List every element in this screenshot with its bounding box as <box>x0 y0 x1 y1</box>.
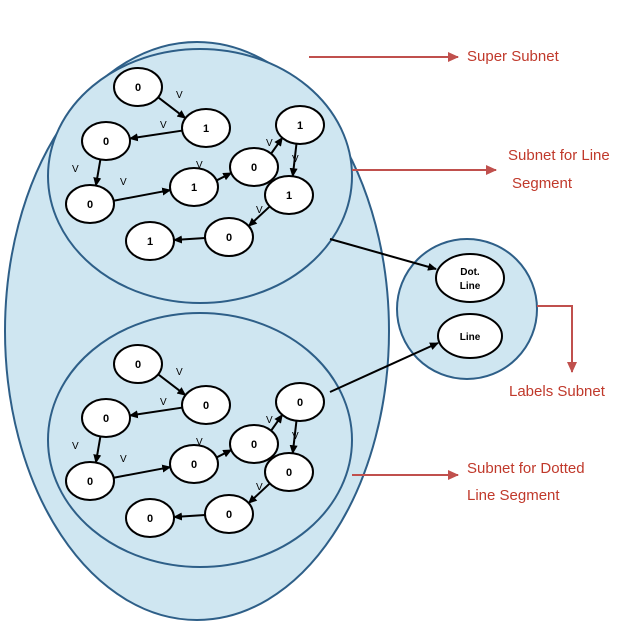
line-subnet-edge <box>111 187 172 203</box>
dotted-subnet-node-value: 0 <box>297 397 303 409</box>
line-subnet-edge <box>93 158 102 187</box>
dotted-subnet-node <box>204 494 254 534</box>
line-subnet-edge-mark: V <box>196 160 203 171</box>
line-subnet-graph: V V V V V V V V 0 1 0 1 0 1 0 1 0 1 <box>65 67 325 261</box>
line-subnet-edge <box>214 172 233 183</box>
dotted-subnet-node-value: 0 <box>87 476 93 488</box>
dotted-subnet-edge <box>247 481 272 504</box>
dotted-subnet-node-value: 0 <box>135 359 141 371</box>
line-subnet-node-value: 1 <box>191 182 197 194</box>
dotted-subnet-to-line-arrow <box>329 342 439 393</box>
dotted-subnet-edge <box>172 512 208 521</box>
dotted-subnet-edge <box>111 464 172 480</box>
dotted-subnet-node <box>169 444 219 484</box>
labels-subnet-callout: Labels Subnet <box>509 383 606 400</box>
dot-line-label-text-2: Line <box>460 281 481 292</box>
line-subnet-edge <box>289 142 298 178</box>
dotted-subnet-node <box>264 452 314 492</box>
dotted-subnet-node <box>113 344 163 384</box>
line-subnet-edge <box>172 235 208 244</box>
dotted-subnet-node-value: 0 <box>286 467 292 479</box>
line-subnet-edge-mark: V <box>292 154 299 165</box>
dot-line-label-text-1: Dot. <box>460 267 480 278</box>
dotted-subnet-edge-mark: V <box>160 397 167 408</box>
dotted-subnet-edge-mark: V <box>120 454 127 465</box>
dotted-subnet-callout-2: Line Segment <box>467 487 560 504</box>
dotted-subnet-callout-1: Subnet for Dotted <box>467 460 585 477</box>
line-subnet-edge-mark: V <box>266 138 273 149</box>
line-subnet-edge <box>156 95 187 119</box>
line-subnet-node <box>229 147 279 187</box>
line-subnet-edge <box>128 129 185 142</box>
line-label-text: Line <box>460 332 481 343</box>
line-subnet-node <box>113 67 163 107</box>
dotted-subnet-edge-mark: V <box>196 437 203 448</box>
line-subnet-edge-mark: V <box>120 177 127 188</box>
line-subnet-edge-mark: V <box>160 120 167 131</box>
line-subnet-callout-2: Segment <box>512 175 573 192</box>
dotted-subnet-node-value: 0 <box>251 439 257 451</box>
line-subnet-node-value: 1 <box>297 120 303 132</box>
dotted-subnet-edge-mark: V <box>176 367 183 378</box>
dotted-subnet-node <box>229 424 279 464</box>
dotted-subnet-node <box>65 461 115 501</box>
dotted-subnet-edge <box>269 413 284 433</box>
dotted-subnet-node-value: 0 <box>226 509 232 521</box>
dotted-subnet-edge-mark: V <box>256 482 263 493</box>
dotted-subnet-edge <box>289 419 298 455</box>
line-subnet-edge <box>269 136 284 156</box>
super-subnet-callout: Super Subnet <box>467 48 560 65</box>
dotted-subnet-node <box>125 498 175 538</box>
dotted-subnet-node-value: 0 <box>191 459 197 471</box>
line-subnet-node-value: 0 <box>135 82 141 94</box>
line-subnet-callout-1: Subnet for Line <box>508 147 610 164</box>
dotted-subnet-node <box>81 398 131 438</box>
dotted-subnet-edge-mark: V <box>266 415 273 426</box>
line-subnet-node <box>81 121 131 161</box>
line-subnet-node-value: 1 <box>147 236 153 248</box>
dotted-subnet-edge-mark: V <box>292 431 299 442</box>
line-subnet-node <box>169 167 219 207</box>
line-subnet-to-dot-line-arrow <box>329 238 437 271</box>
line-subnet-edge-mark: V <box>256 205 263 216</box>
line-subnet-node <box>125 221 175 261</box>
line-subnet-node-value: 0 <box>226 232 232 244</box>
dotted-subnet-edge <box>214 449 233 460</box>
line-subnet-edge <box>247 204 272 227</box>
dotted-subnet-edge <box>128 406 185 419</box>
callout-connectors <box>309 52 577 480</box>
dotted-subnet-edge-mark: V <box>72 441 79 452</box>
dotted-subnet-node-value: 0 <box>103 413 109 425</box>
line-subnet-node-value: 0 <box>251 162 257 174</box>
line-subnet-node <box>275 105 325 145</box>
line-subnet-edge-mark: V <box>176 90 183 101</box>
dotted-subnet-edge <box>93 435 102 464</box>
line-label-node <box>437 313 503 359</box>
line-subnet-node-value: 0 <box>103 136 109 148</box>
dotted-subnet-edge <box>156 372 187 396</box>
line-subnet-node <box>204 217 254 257</box>
dot-line-label-node <box>435 253 505 303</box>
dotted-subnet-graph: V V V V V V V V 0 0 0 0 0 0 0 0 0 0 <box>65 344 325 538</box>
dotted-subnet-node <box>275 382 325 422</box>
dotted-subnet-node <box>181 385 231 425</box>
dotted-subnet-node-value: 0 <box>203 400 209 412</box>
line-subnet-node <box>264 175 314 215</box>
line-subnet-node <box>65 184 115 224</box>
line-subnet-node <box>181 108 231 148</box>
line-subnet-edge-mark: V <box>72 164 79 175</box>
dotted-subnet-node-value: 0 <box>147 513 153 525</box>
line-subnet-node-value: 1 <box>203 123 209 135</box>
line-subnet-node-value: 0 <box>87 199 93 211</box>
line-subnet-node-value: 1 <box>286 190 292 202</box>
